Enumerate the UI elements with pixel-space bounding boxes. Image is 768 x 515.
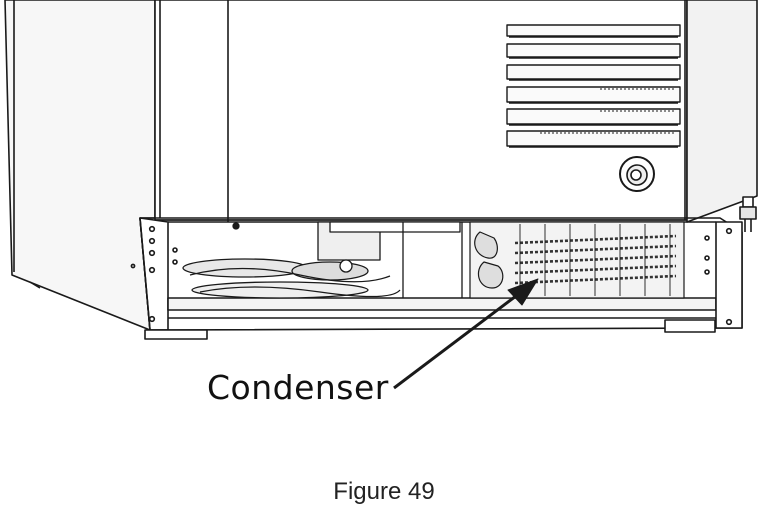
condenser-coil (469, 221, 685, 299)
condenser-callout-label: Condenser (207, 368, 389, 407)
right-mounting-holes (704, 227, 733, 326)
cabinet-feet (29, 281, 716, 340)
figure-caption: Figure 49 (333, 478, 435, 505)
compressor-fan-assembly (182, 221, 463, 299)
ventilation-louvres (506, 24, 681, 148)
lock-knob-icon (619, 156, 655, 192)
leveling-bolt-icon (739, 196, 757, 232)
condenser-callout-arrow (393, 278, 539, 390)
cabinet-right-side-panel (686, 0, 758, 223)
cabinet-left-side-panel (4, 0, 156, 331)
left-mounting-holes (130, 225, 178, 323)
